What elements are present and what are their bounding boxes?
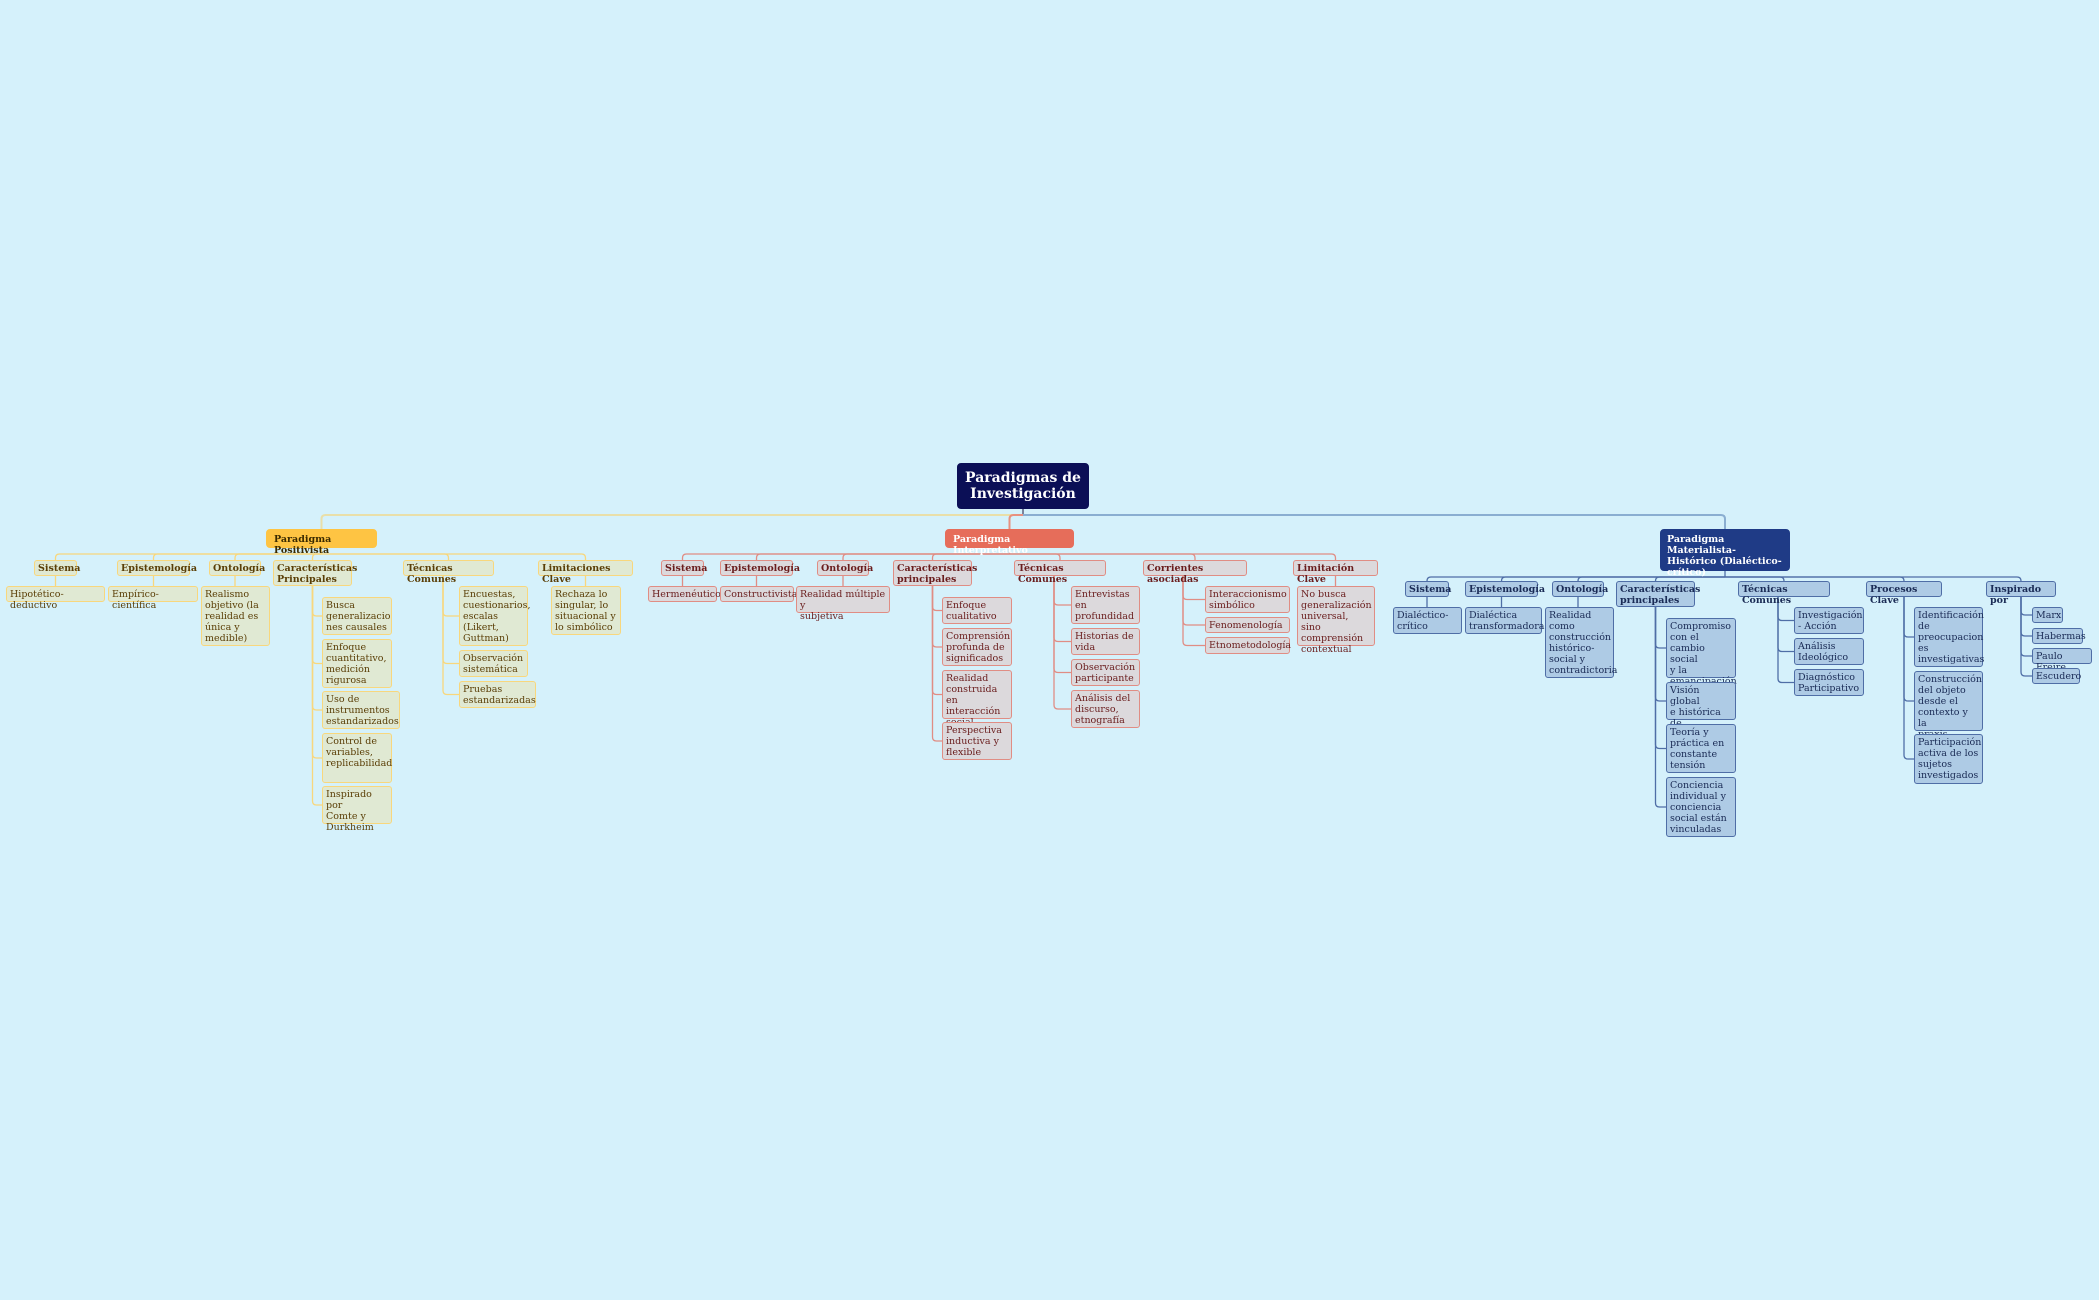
mat-item-inspirado-3[interactable]: Escudero bbox=[2032, 668, 2081, 684]
mat-cat-sistema[interactable]: Sistema bbox=[1405, 581, 1451, 597]
mat-item-inspirado-0[interactable]: Marx bbox=[2032, 607, 2063, 623]
int-item-caracteristicas-3[interactable]: Perspectiva inductiva y flexible bbox=[942, 722, 1012, 760]
mat-cat-caracteristicas[interactable]: Características principales bbox=[1616, 581, 1700, 607]
int-cat-caracteristicas[interactable]: Características principales bbox=[893, 560, 977, 586]
pos-item-caracteristicas-3[interactable]: Control de variables, replicabilidad bbox=[322, 733, 392, 783]
mat-item-caracteristicas-0[interactable]: Compromiso con el cambio social y la ema… bbox=[1666, 618, 1737, 687]
int-cat-sistema[interactable]: Sistema bbox=[661, 560, 707, 576]
mat-cat-procesos[interactable]: Procesos Clave bbox=[1866, 581, 1942, 606]
mat-item-procesos-2[interactable]: Participación activa de los sujetos inve… bbox=[1914, 734, 1983, 784]
branch-positivista[interactable]: Paradigma Positivista bbox=[266, 529, 377, 556]
pos-item-tecnicas-0[interactable]: Encuestas, cuestionarios, escalas (Liker… bbox=[459, 586, 531, 646]
mat-item-caracteristicas-2[interactable]: Teoría y práctica en constante tensión bbox=[1666, 724, 1736, 773]
mat-cat-tecnicas[interactable]: Técnicas Comunes bbox=[1738, 581, 1830, 606]
int-item-sistema-0[interactable]: Hermenéutico bbox=[648, 586, 721, 602]
int-item-corrientes-0[interactable]: Interaccionismo simbólico bbox=[1205, 586, 1290, 613]
int-item-caracteristicas-0[interactable]: Enfoque cualitativo bbox=[942, 597, 1012, 624]
pos-item-sistema-0[interactable]: Hipotético-deductivo bbox=[6, 586, 105, 611]
mat-cat-inspirado[interactable]: Inspirado por bbox=[1986, 581, 2056, 606]
mat-item-sistema-0[interactable]: Dialéctico- crítico bbox=[1393, 607, 1462, 634]
int-item-tecnicas-2[interactable]: Observación participante bbox=[1071, 659, 1140, 686]
int-item-tecnicas-3[interactable]: Análisis del discurso, etnografía bbox=[1071, 690, 1140, 728]
int-cat-tecnicas[interactable]: Técnicas Comunes bbox=[1014, 560, 1106, 585]
mat-item-caracteristicas-3[interactable]: Conciencia individual y conciencia socia… bbox=[1666, 777, 1736, 837]
pos-item-epistemologia-0[interactable]: Empírico-científica bbox=[108, 586, 198, 611]
mat-item-ontologia-0[interactable]: Realidad como construcción histórico- so… bbox=[1545, 607, 1617, 678]
pos-item-limitaciones-0[interactable]: Rechaza lo singular, lo situacional y lo… bbox=[551, 586, 621, 635]
pos-item-tecnicas-2[interactable]: Pruebas estandarizadas bbox=[459, 681, 536, 708]
branch-interpretativo[interactable]: Paradigma Interpretativo bbox=[945, 529, 1074, 556]
pos-cat-ontologia[interactable]: Ontología bbox=[209, 560, 265, 576]
mat-item-procesos-0[interactable]: Identificación de preocupacion es invest… bbox=[1914, 607, 1984, 667]
pos-item-ontologia-0[interactable]: Realismo objetivo (la realidad es única … bbox=[201, 586, 270, 646]
mat-item-epistemologia-0[interactable]: Dialéctica transformadora bbox=[1465, 607, 1544, 634]
mat-cat-epistemologia[interactable]: Epistemología bbox=[1465, 581, 1545, 597]
branch-materialista[interactable]: Paradigma Materialista- Histórico (Dialé… bbox=[1660, 529, 1790, 578]
pos-cat-sistema[interactable]: Sistema bbox=[34, 560, 80, 576]
mat-item-tecnicas-0[interactable]: Investigación - Acción bbox=[1794, 607, 1864, 634]
pos-item-caracteristicas-1[interactable]: Enfoque cuantitativo, medición rigurosa bbox=[322, 639, 392, 688]
int-item-tecnicas-0[interactable]: Entrevistas en profundidad bbox=[1071, 586, 1140, 624]
int-item-ontologia-0[interactable]: Realidad múltiple y subjetiva bbox=[796, 586, 890, 622]
mat-item-caracteristicas-1[interactable]: Visión global e histórica de la realidad bbox=[1666, 682, 1736, 740]
mat-item-procesos-1[interactable]: Construcción del objeto desde el context… bbox=[1914, 671, 1983, 740]
pos-item-caracteristicas-0[interactable]: Busca generalizacio nes causales bbox=[322, 597, 392, 635]
int-item-limitacion-0[interactable]: No busca generalización universal, sino … bbox=[1297, 586, 1375, 655]
mat-item-tecnicas-1[interactable]: Análisis Ideológico bbox=[1794, 638, 1864, 665]
int-item-corrientes-2[interactable]: Etnometodología bbox=[1205, 637, 1291, 654]
int-item-corrientes-1[interactable]: Fenomenología bbox=[1205, 617, 1290, 633]
int-cat-ontologia[interactable]: Ontología bbox=[817, 560, 873, 576]
int-item-caracteristicas-2[interactable]: Realidad construida en interacción socia… bbox=[942, 670, 1012, 728]
pos-item-caracteristicas-2[interactable]: Uso de instrumentos estandarizados bbox=[322, 691, 400, 729]
pos-cat-limitaciones[interactable]: Limitaciones Clave bbox=[538, 560, 633, 585]
int-item-epistemologia-0[interactable]: Constructivista bbox=[720, 586, 797, 602]
pos-cat-tecnicas[interactable]: Técnicas Comunes bbox=[403, 560, 494, 585]
pos-cat-caracteristicas[interactable]: Características Principales bbox=[273, 560, 357, 586]
int-item-caracteristicas-1[interactable]: Comprensión profunda de significados bbox=[942, 628, 1012, 666]
mat-item-inspirado-1[interactable]: Habermas bbox=[2032, 628, 2086, 644]
root-node[interactable]: Paradigmas de Investigación bbox=[957, 463, 1089, 509]
mat-cat-ontologia[interactable]: Ontología bbox=[1552, 581, 1608, 597]
int-cat-epistemologia[interactable]: Epistemología bbox=[720, 560, 800, 576]
int-cat-limitacion[interactable]: Limitación Clave bbox=[1293, 560, 1378, 585]
int-item-tecnicas-1[interactable]: Historias de vida bbox=[1071, 628, 1140, 655]
mat-item-inspirado-2[interactable]: Paulo Freire bbox=[2032, 648, 2092, 673]
pos-cat-epistemologia[interactable]: Epistemología bbox=[117, 560, 197, 576]
pos-item-tecnicas-1[interactable]: Observación sistemática bbox=[459, 650, 528, 677]
pos-item-caracteristicas-4[interactable]: Inspirado por Comte y Durkheim bbox=[322, 786, 392, 833]
mat-item-tecnicas-2[interactable]: Diagnóstico Participativo bbox=[1794, 669, 1864, 696]
int-cat-corrientes[interactable]: Corrientes asociadas bbox=[1143, 560, 1247, 585]
